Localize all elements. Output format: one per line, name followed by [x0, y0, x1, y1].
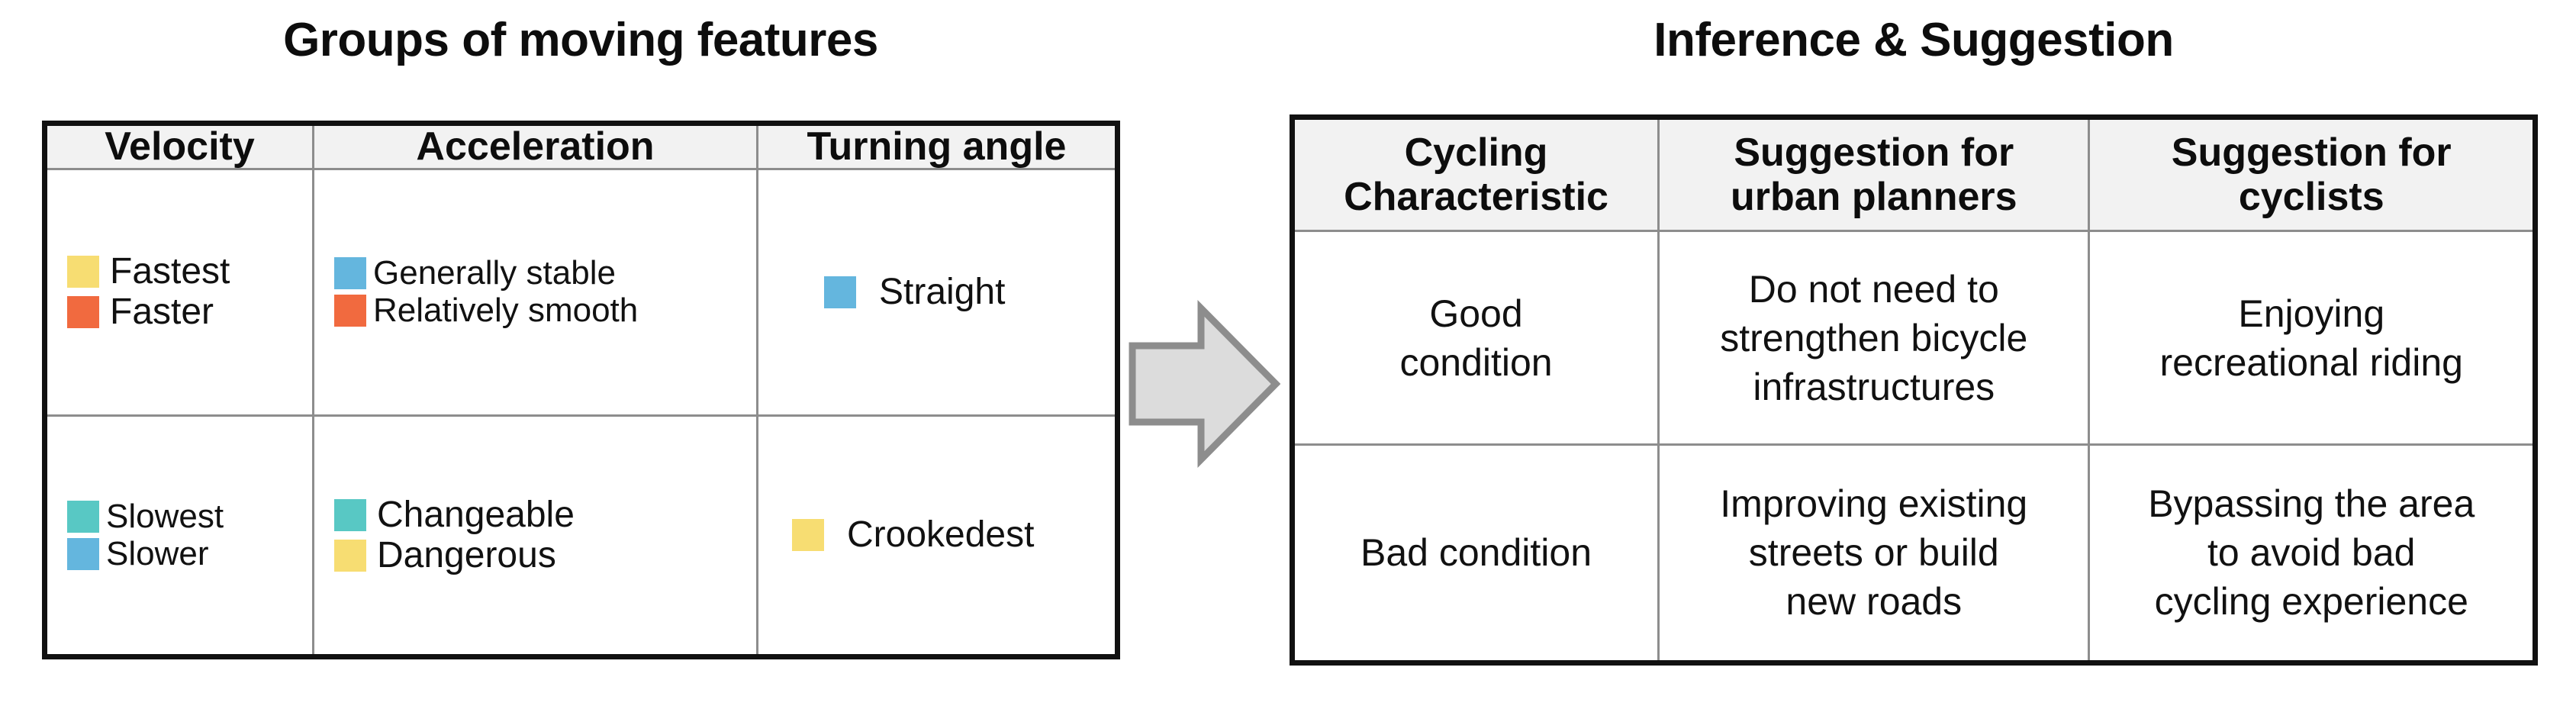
color-swatch-blue — [67, 537, 99, 570]
legend-item: Crookedest — [778, 517, 1115, 553]
legend-item: Slowest — [67, 497, 312, 535]
color-swatch-yellow — [792, 519, 824, 552]
cell-velocity-group-1: Fastest Faster — [43, 167, 314, 417]
legend-label: Straight — [879, 271, 1006, 312]
table-row: Fastest Faster Generally stable — [43, 167, 1119, 417]
color-swatch-orange — [67, 296, 99, 329]
legend-label: Faster — [110, 292, 214, 333]
column-header-acceleration: Acceleration — [312, 122, 758, 170]
color-swatch-teal — [334, 498, 366, 531]
right-panel-title: Inference & Suggestion — [1653, 14, 2174, 66]
legend-item: Changeable — [334, 494, 756, 535]
color-swatch-orange — [334, 295, 366, 327]
table-header-row: Cycling Characteristic Suggestion for ur… — [1290, 115, 2536, 233]
legend-label: Slowest — [106, 497, 224, 535]
cell-turning-angle-group-1: Straight — [756, 167, 1119, 417]
table-row: Bad condition Improving existing streets… — [1290, 443, 2536, 665]
legend-label: Fastest — [110, 251, 230, 292]
legend-list: Fastest Faster — [67, 253, 312, 330]
column-header-velocity: Velocity — [43, 122, 314, 170]
legend-label: Crookedest — [847, 514, 1035, 556]
cell-cyclists-good: Enjoying recreational riding — [2088, 230, 2536, 446]
legend-label: Changeable — [377, 494, 575, 535]
color-swatch-blue — [334, 257, 366, 290]
cell-turning-angle-group-2: Crookedest — [756, 414, 1119, 659]
cell-cyclists-bad: Bypassing the area to avoid bad cycling … — [2088, 443, 2536, 665]
legend-list: Changeable Dangerous — [334, 494, 756, 574]
legend-item: Slower — [67, 537, 312, 571]
cell-urban-planners-good: Do not need to strengthen bicycle infras… — [1657, 230, 2091, 446]
color-swatch-teal — [67, 500, 99, 533]
inference-and-suggestion-table: Cycling Characteristic Suggestion for ur… — [1290, 114, 2538, 666]
left-panel-title: Groups of moving features — [283, 14, 878, 66]
color-swatch-yellow — [67, 256, 99, 288]
cell-velocity-group-2: Slowest Slower — [43, 414, 314, 659]
legend-item: Fastest — [67, 253, 312, 290]
legend-item: Relatively smooth — [334, 294, 756, 327]
table-row: Good condition Do not need to strengthen… — [1290, 230, 2536, 446]
groups-of-moving-features-table: Velocity Acceleration Turning angle Fast… — [42, 121, 1120, 659]
column-header-turning-angle: Turning angle — [756, 122, 1119, 170]
legend-label: Slower — [106, 534, 209, 572]
legend-label: Generally stable — [373, 254, 616, 292]
column-header-suggestion-cyclists: Suggestion for cyclists — [2088, 115, 2536, 233]
cell-acceleration-group-2: Changeable Dangerous — [312, 414, 758, 659]
table-header-row: Velocity Acceleration Turning angle — [43, 122, 1119, 170]
column-header-cycling-characteristic: Cycling Characteristic — [1290, 115, 1660, 233]
cell-urban-planners-bad: Improving existing streets or build new … — [1657, 443, 2091, 665]
right-arrow-icon — [1128, 299, 1281, 469]
legend-item: Straight — [778, 271, 1115, 312]
color-swatch-yellow — [334, 539, 366, 572]
cell-characteristic-good: Good condition — [1290, 230, 1660, 446]
legend-list: Generally stable Relatively smooth — [334, 256, 756, 327]
legend-item: Faster — [67, 294, 312, 330]
legend-list: Slowest Slower — [67, 497, 312, 571]
legend-label: Relatively smooth — [373, 292, 639, 330]
color-swatch-blue — [824, 276, 856, 308]
column-header-suggestion-urban-planners: Suggestion for urban planners — [1657, 115, 2091, 233]
legend-label: Dangerous — [377, 534, 556, 575]
cell-characteristic-bad: Bad condition — [1290, 443, 1660, 665]
table-row: Slowest Slower Changeable D — [43, 414, 1119, 659]
cell-acceleration-group-1: Generally stable Relatively smooth — [312, 167, 758, 417]
legend-item: Dangerous — [334, 537, 756, 574]
legend-item: Generally stable — [334, 256, 756, 290]
